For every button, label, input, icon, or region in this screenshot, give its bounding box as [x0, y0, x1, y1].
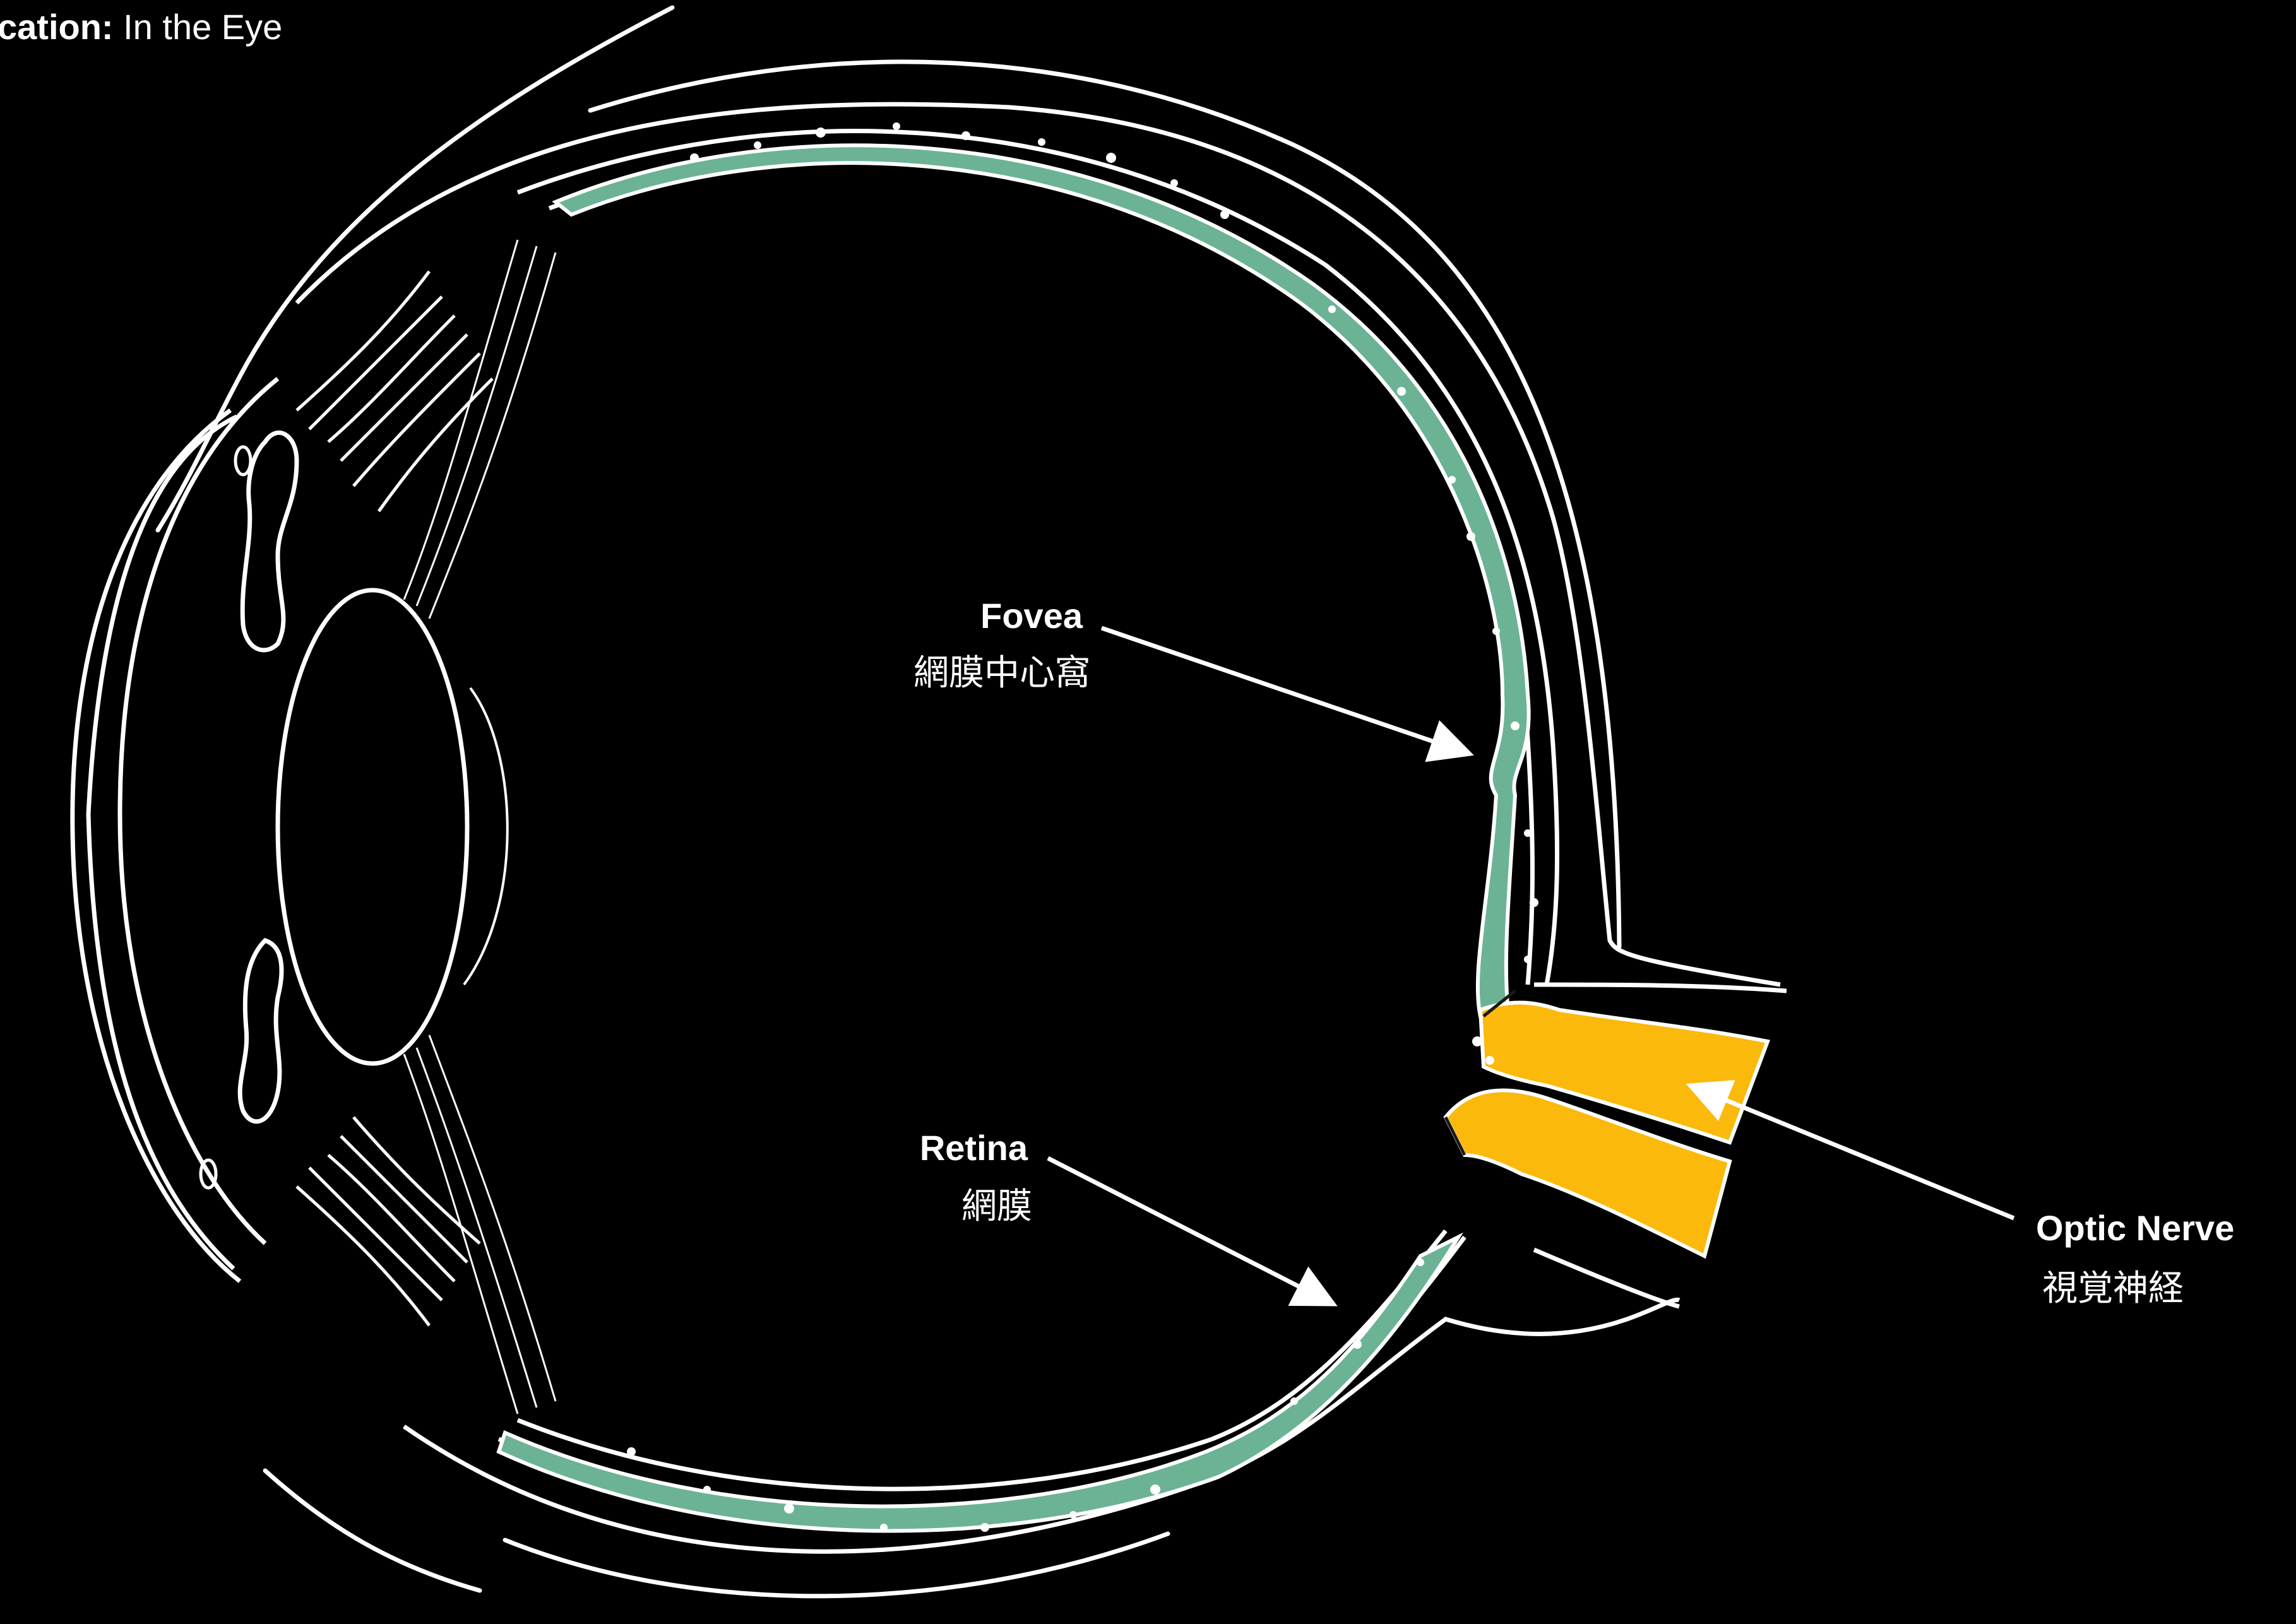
optic-nerve-label: Optic Nerve [2036, 1208, 2234, 1248]
optic-nerve-label-jp: 視覚神経 [2042, 1268, 2184, 1309]
location-value: In the Eye [114, 7, 283, 47]
retina-label-jp: 網膜 [961, 1186, 1032, 1227]
location-key: cation: [0, 7, 114, 47]
fovea-label-jp: 網膜中心窩 [913, 653, 1090, 694]
retina-label: Retina [920, 1128, 1028, 1168]
location-header: cation: In the Eye [0, 7, 282, 47]
retina [556, 145, 1529, 1016]
fovea-label: Fovea [980, 596, 1083, 636]
optic-nerve-arrow [1698, 1089, 2014, 1218]
lens [278, 590, 467, 1064]
fovea-arrow [1102, 628, 1461, 751]
retina-arrow [1048, 1158, 1326, 1300]
lens-edge [464, 688, 508, 985]
